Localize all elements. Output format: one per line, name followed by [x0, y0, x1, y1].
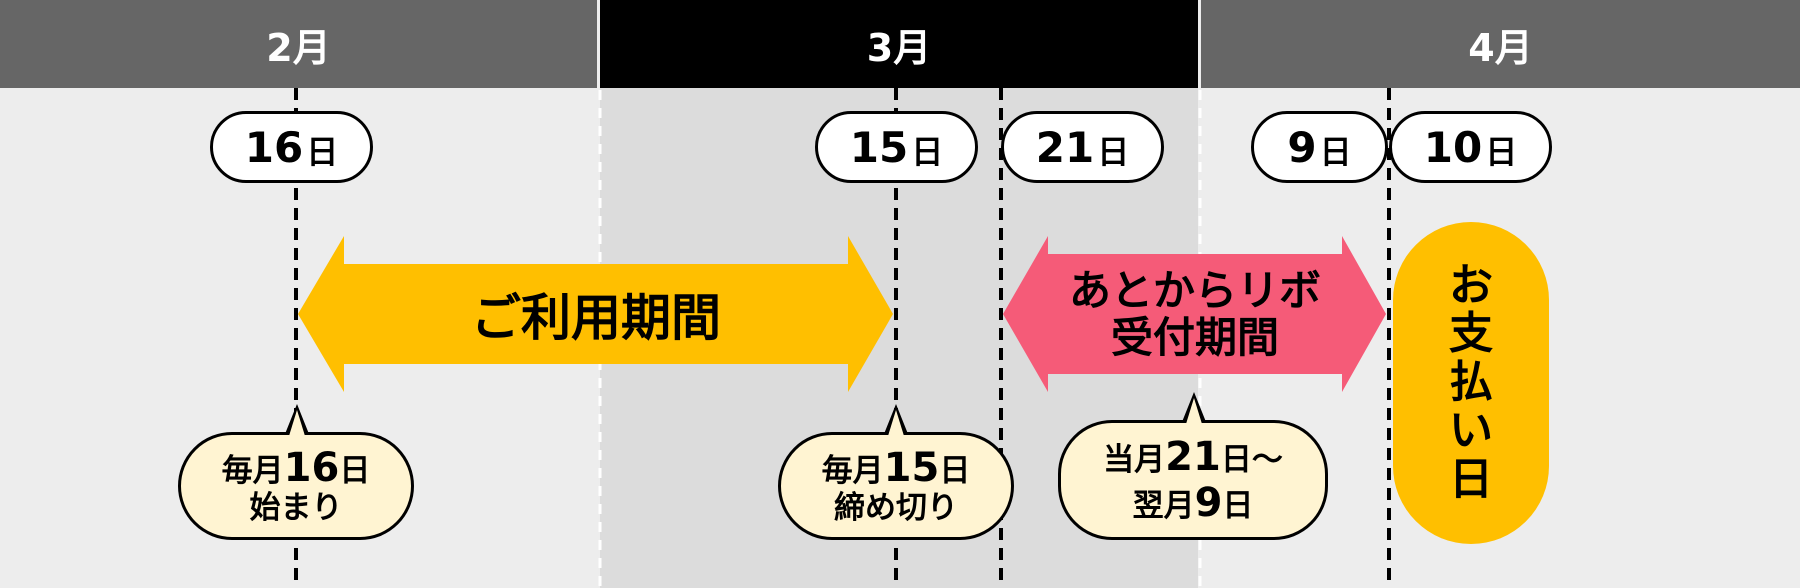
- usage-period-arrow: [298, 236, 893, 392]
- callout-number: 9: [1194, 480, 1223, 526]
- callout-text: 毎月: [221, 453, 284, 490]
- callout-close-line2: 締め切り: [834, 490, 958, 527]
- ribo-period-label: あとからリボ 受付期間: [1048, 254, 1342, 374]
- callout-text: 日: [1222, 488, 1254, 524]
- month-label-feb: 2月: [266, 25, 331, 70]
- day-number: 21: [1035, 122, 1095, 172]
- ribo-period-arrow: [1003, 236, 1386, 392]
- callout-ribo: 当月21日〜 翌月9日: [1058, 420, 1328, 540]
- usage-period-label: ご利用期間: [471, 289, 721, 347]
- callout-text: 日: [339, 453, 371, 490]
- callout-ribo-line2: 翌月9日: [1133, 480, 1254, 526]
- callout-start-line1: 毎月16日: [222, 445, 371, 491]
- callout-tail-close-fill: [888, 410, 904, 436]
- payment-day-char: お: [1449, 260, 1493, 312]
- payment-day-char: 支: [1449, 308, 1493, 360]
- month-label-mar: 3月: [866, 25, 932, 70]
- day-unit: 日: [306, 133, 339, 171]
- callout-tail-start-fill: [289, 410, 305, 436]
- callout-number: 21: [1165, 434, 1221, 480]
- callout-number: 16: [283, 445, 340, 492]
- callout-text: 日〜: [1220, 442, 1283, 478]
- day-unit: 日: [1485, 133, 1518, 171]
- payment-day-capsule: お 支 払 い 日: [1393, 222, 1549, 544]
- callout-number: 15: [883, 445, 940, 492]
- day-number: 10: [1423, 122, 1483, 172]
- callout-tail-ribo-fill: [1186, 398, 1202, 424]
- day-unit: 日: [911, 133, 944, 171]
- header-apr: [1201, 0, 1800, 88]
- ribo-period-line2: 受付期間: [1110, 313, 1279, 362]
- callout-text: 毎月: [821, 453, 884, 490]
- month-label-apr: 4月: [1468, 25, 1533, 70]
- day-number: 16: [244, 122, 304, 172]
- day-unit: 日: [1319, 133, 1352, 171]
- day-number: 9: [1287, 122, 1317, 172]
- callout-start: 毎月16日 始まり: [178, 432, 414, 540]
- callout-text: 当月: [1103, 442, 1166, 478]
- callout-close: 毎月15日 締め切り: [778, 432, 1014, 540]
- header-feb: [0, 0, 597, 88]
- payment-day-char: い: [1449, 405, 1493, 457]
- day-unit: 日: [1097, 133, 1130, 171]
- ribo-period-line1: あとからリボ: [1068, 265, 1321, 315]
- day-number: 15: [849, 122, 909, 172]
- callout-text: 日: [939, 453, 971, 490]
- payment-day-char: 払: [1449, 356, 1493, 408]
- callout-start-line2: 始まり: [249, 490, 343, 527]
- callout-ribo-line1: 当月21日〜: [1103, 434, 1283, 480]
- callout-close-line1: 毎月15日: [822, 445, 971, 491]
- callout-text: 翌月: [1132, 488, 1195, 524]
- header-mar: [600, 0, 1198, 88]
- payment-day-char: 日: [1449, 453, 1493, 505]
